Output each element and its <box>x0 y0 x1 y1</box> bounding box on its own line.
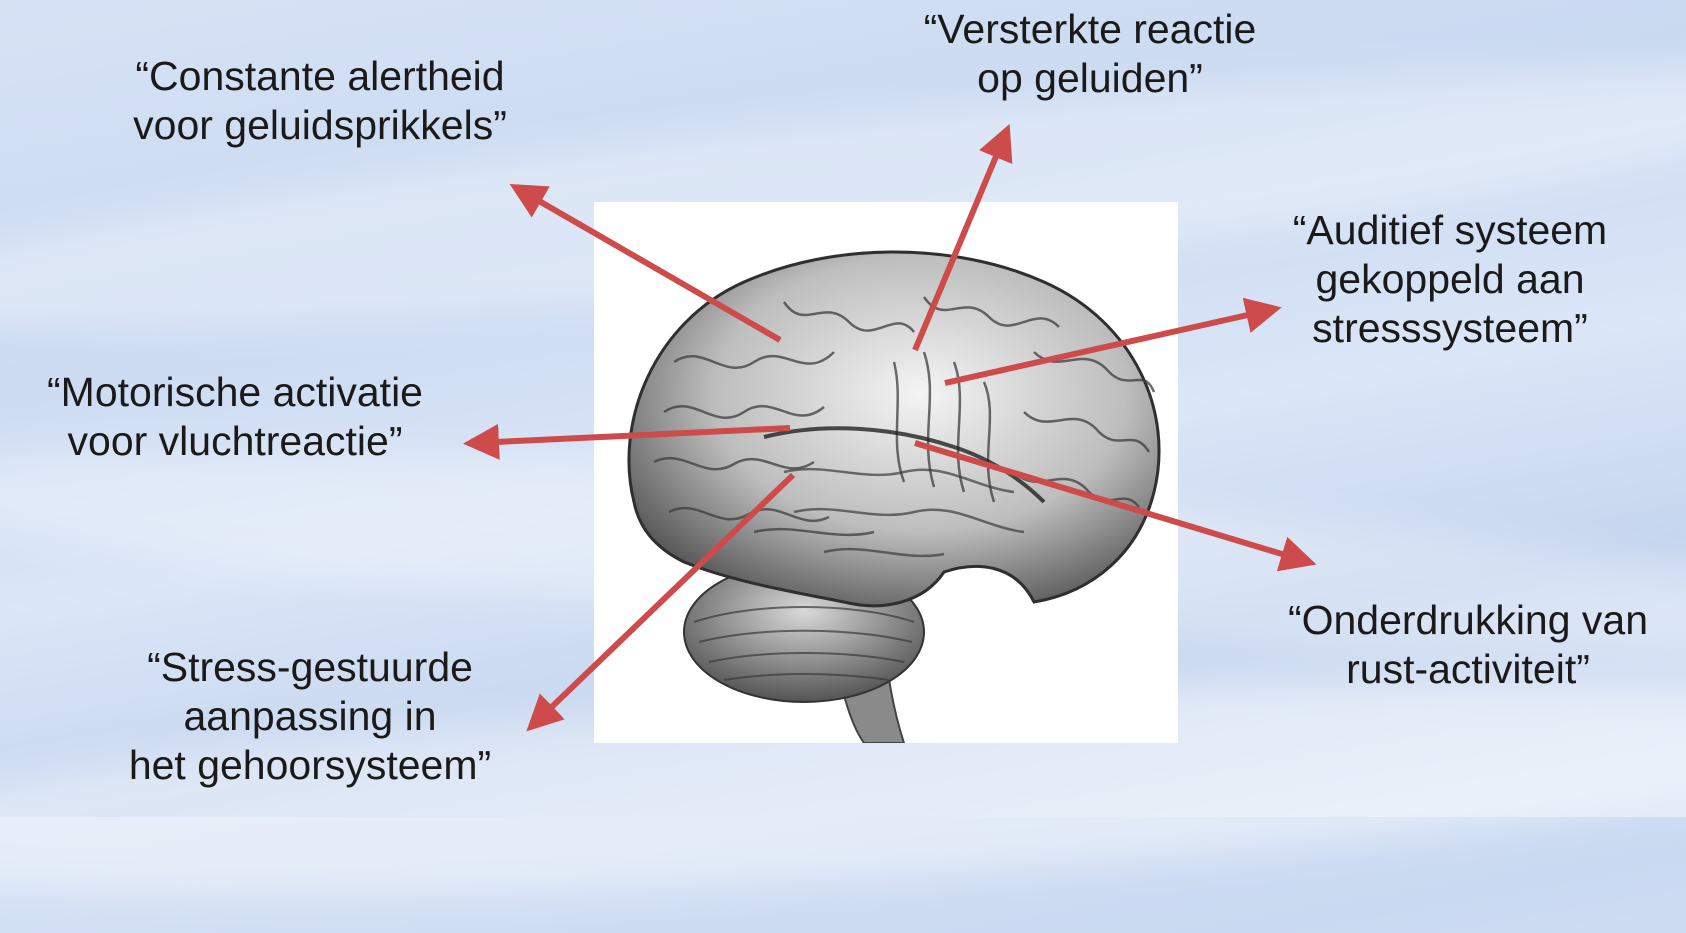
label-motor: “Motorische activatie voor vluchtreactie… <box>0 368 470 466</box>
label-line: stresssysteem” <box>1260 304 1640 353</box>
label-line: voor vluchtreactie” <box>0 417 470 466</box>
label-line: “Stress-gestuurde <box>95 643 525 692</box>
label-auditory: “Auditief systeem gekoppeld aan stresssy… <box>1260 206 1640 353</box>
label-stress: “Stress-gestuurde aanpassing in het geho… <box>95 643 525 790</box>
label-line: aanpassing in <box>95 692 525 741</box>
arrow-to-auditory <box>945 310 1270 383</box>
label-line: het gehoorsysteem” <box>95 741 525 790</box>
label-line: “Versterkte reactie <box>880 5 1300 54</box>
arrow-to-alertness <box>520 190 780 340</box>
arrow-to-suppression <box>915 443 1305 561</box>
arrow-to-reaction <box>915 135 1005 350</box>
label-line: “Motorische activatie <box>0 368 470 417</box>
label-line: voor geluidsprikkels” <box>100 101 540 150</box>
label-alertness: “Constante alertheid voor geluidsprikkel… <box>100 52 540 150</box>
label-reaction: “Versterkte reactie op geluiden” <box>880 5 1300 103</box>
label-line: rust-activiteit” <box>1250 645 1686 694</box>
label-suppression: “Onderdrukking van rust-activiteit” <box>1250 596 1686 694</box>
label-line: gekoppeld aan <box>1260 255 1640 304</box>
label-line: “Auditief systeem <box>1260 206 1640 255</box>
label-line: op geluiden” <box>880 54 1300 103</box>
label-line: “Constante alertheid <box>100 52 540 101</box>
label-line: “Onderdrukking van <box>1250 596 1686 645</box>
arrow-to-stress <box>535 475 793 723</box>
arrow-to-motor <box>475 428 790 443</box>
